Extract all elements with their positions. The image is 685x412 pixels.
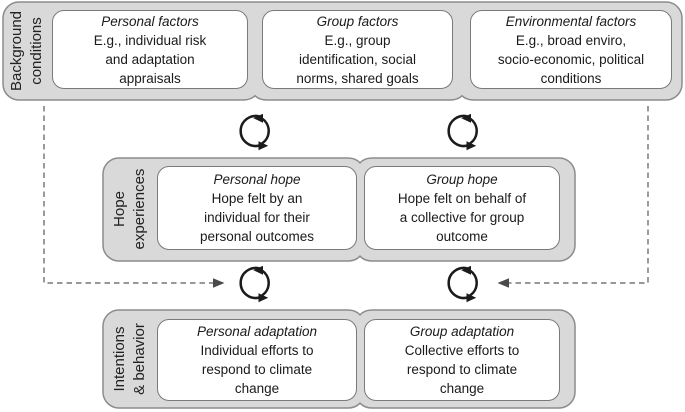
cycle-arrows-icon [239, 264, 270, 304]
box-body: E.g., broad enviro, socio-economic, poli… [497, 32, 645, 86]
box-personal-factors: Personal factors E.g., individual risk a… [52, 10, 248, 89]
box-title: Group factors [316, 13, 399, 29]
box-body: Hope felt by an individual for their per… [199, 191, 315, 244]
box-title: Personal adaptation [196, 324, 318, 339]
dashed-feedback-arrow-right [497, 106, 649, 288]
cycle-arrows-icon [239, 112, 270, 152]
box-body: Hope felt on behalf of a collective for … [397, 191, 527, 244]
box-body: E.g., group identification, social norms… [296, 32, 419, 86]
box-title: Group adaptation [409, 324, 515, 339]
box-group-adaptation: Group adaptation Collective efforts to r… [364, 319, 560, 401]
box-personal-adaptation: Personal adaptation Individual efforts t… [157, 319, 357, 401]
box-title: Group hope [426, 172, 498, 187]
box-environmental-factors: Environmental factors E.g., broad enviro… [470, 10, 672, 89]
box-title: Personal hope [213, 172, 301, 187]
box-body: Collective efforts to respond to climate… [404, 343, 520, 396]
row-label-background-conditions: Background conditions [8, 10, 45, 92]
box-title: Environmental factors [505, 13, 637, 29]
cycle-arrows-icon [447, 264, 478, 304]
box-title: Personal factors [101, 13, 199, 29]
box-body: E.g., individual risk and adaptation app… [93, 32, 207, 86]
cycle-arrows-icon [447, 112, 478, 152]
box-group-factors: Group factors E.g., group identification… [262, 10, 453, 89]
row-label-intentions-behavior: Intentions & behavior [111, 323, 148, 395]
row-label-hope-experiences: Hope experiences [111, 168, 148, 250]
box-body: Individual efforts to respond to climate… [200, 343, 314, 396]
box-group-hope: Group hope Hope felt on behalf of a coll… [364, 166, 560, 250]
dashed-feedback-arrow-left [43, 106, 225, 288]
box-personal-hope: Personal hope Hope felt by an individual… [157, 166, 357, 250]
